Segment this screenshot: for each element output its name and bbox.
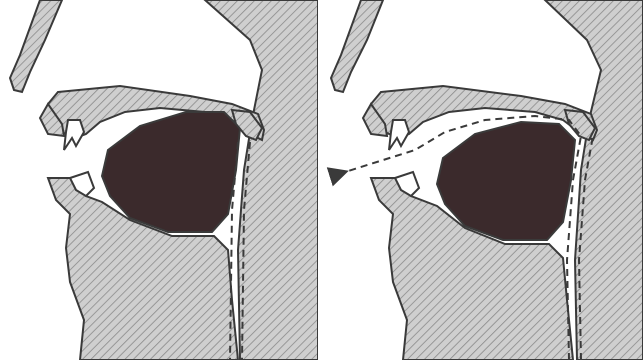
panel-left-closed [0, 0, 318, 360]
upper-tooth [389, 120, 409, 150]
nose [10, 0, 62, 92]
left-vocal-tract-svg [0, 0, 318, 360]
panel-right-oral-airflow [325, 0, 643, 360]
tongue [102, 112, 240, 232]
upper-tooth [64, 120, 84, 150]
right-vocal-tract-svg [325, 0, 643, 360]
nose [331, 0, 383, 92]
